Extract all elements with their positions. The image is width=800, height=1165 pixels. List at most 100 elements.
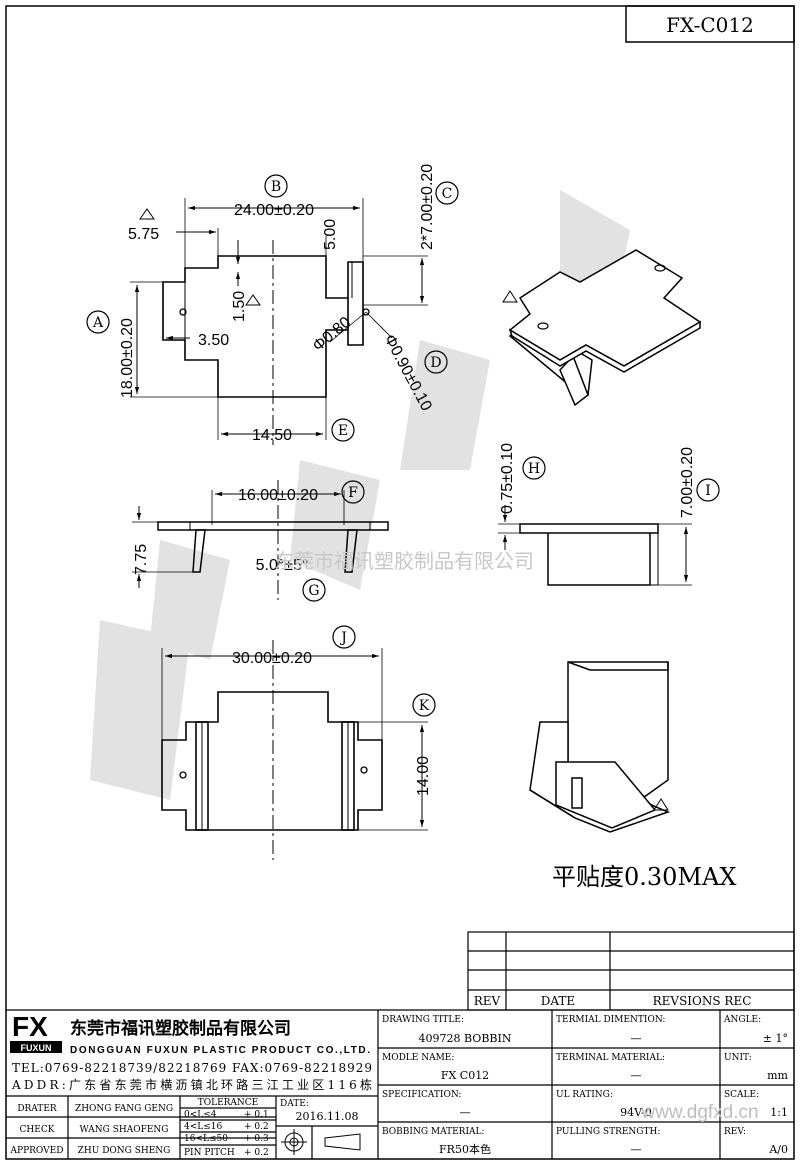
side-view: [519, 523, 659, 586]
callout-c-letter: C: [442, 186, 453, 202]
pin-circle: [362, 308, 370, 316]
field-label-specification: SPECIFICATION:: [382, 1090, 461, 1100]
drawing-number: FX-C012: [666, 13, 754, 37]
company-name-en: DONGGUAN FUXUN PLASTIC PRODUCT CO.,LTD.: [70, 1045, 370, 1056]
field-value-terminal-material: —: [631, 1069, 642, 1082]
callout-k-letter: K: [419, 698, 430, 714]
callout-h: [522, 456, 546, 480]
dim-b-width: 24.00±0.20: [234, 202, 314, 219]
callout-a-letter: A: [92, 315, 104, 331]
callout-e-letter: E: [338, 423, 348, 439]
dim-g-angle: 5.0°±5°: [256, 557, 309, 574]
tol-range-4: PIN PITCH: [184, 1148, 235, 1158]
tol-range-1: 0<L≤4: [184, 1110, 217, 1120]
field-label-bobbing-material: BOBBING MATERIAL:: [382, 1127, 485, 1137]
field-label-pulling-strength: PULLING STRENGTH:: [556, 1127, 660, 1137]
callout-j: [332, 625, 356, 649]
rev-header-rec: REVSIONS REC: [653, 994, 752, 1008]
dim-k-height: 14.00: [415, 756, 432, 796]
staff-role-approved: APPROVED: [10, 1146, 64, 1156]
bottom-view: [161, 691, 383, 831]
dim-j-width: 30.00±0.20: [232, 650, 312, 667]
drawing-number-box: [625, 5, 795, 43]
dim-h-thick: 0.75±0.10: [499, 443, 516, 514]
dim-350: 3.50: [198, 332, 229, 349]
warning-icon: [653, 798, 669, 811]
field-value-terminal-dimention: —: [631, 1032, 642, 1045]
callout-i: [696, 478, 720, 502]
bottom-hole: [179, 771, 187, 779]
callout-g: [302, 578, 326, 602]
field-value-scale: 1:1: [770, 1106, 788, 1119]
sheet-border: [5, 5, 795, 1160]
callout-h-letter: H: [528, 461, 540, 477]
warning-icon: [139, 208, 155, 220]
dim-775: 7.75: [133, 544, 150, 575]
callout-g-letter: G: [308, 583, 319, 599]
field-label-modle-name: MODLE NAME:: [382, 1053, 454, 1063]
tolerance-title: TOLERANCE: [198, 1098, 259, 1108]
dim-500: 5.00: [322, 219, 339, 250]
tol-range-2: 4<L≤16: [184, 1122, 223, 1132]
staff-name-check: WANG SHAOFENG: [80, 1125, 169, 1135]
staff-name-approved: ZHU DONG SHENG: [78, 1146, 171, 1156]
field-value-rev: A/0: [768, 1143, 788, 1156]
iso-view-bottom: [529, 661, 671, 833]
field-value-ul-rating: 94V-0: [620, 1106, 652, 1119]
field-value-angle: ± 1°: [763, 1032, 788, 1045]
date-label: DATE:: [280, 1099, 309, 1109]
tol-range-3: 16<L≤50: [184, 1134, 228, 1144]
logo-sub: FUXUN: [21, 1043, 52, 1053]
callout-d-letter: D: [430, 355, 441, 371]
dim-a-height: 18.00±0.20: [119, 318, 136, 398]
callout-i-letter: I: [705, 483, 711, 499]
field-value-drawing-title: 409728 BOBBIN: [419, 1032, 512, 1045]
iso-hole: [654, 264, 666, 272]
front-view: [157, 521, 389, 573]
callout-f-letter: F: [348, 485, 358, 501]
staff-role-drater: DRATER: [17, 1104, 57, 1114]
iso-hole: [537, 322, 549, 330]
warning-icon: [502, 290, 518, 303]
projection-symbol: [281, 1129, 361, 1155]
bottom-hole: [360, 766, 368, 774]
tol-value-1: + 0.1: [244, 1110, 269, 1120]
staff-role-check: CHECK: [20, 1125, 55, 1135]
field-value-unit: mm: [767, 1069, 788, 1082]
staff-name-drater: ZHONG FANG GENG: [75, 1104, 173, 1114]
rev-header-rev: REV: [474, 994, 501, 1008]
dim-150: 1.50: [231, 291, 248, 322]
field-label-scale: SCALE:: [724, 1090, 759, 1100]
company-name-cn: 东莞市福讯塑胶制品有限公司: [70, 1018, 291, 1038]
watermark-text: 东莞市福讯塑胶制品有限公司: [274, 550, 534, 573]
field-value-pulling-strength: —: [631, 1143, 642, 1156]
company-logo: FX: [12, 1011, 48, 1042]
tol-value-2: + 0.2: [244, 1122, 269, 1132]
callout-e: [331, 418, 355, 442]
tol-value-3: + 0.3: [244, 1134, 269, 1144]
dim-i-height: 7.00±0.20: [679, 447, 696, 518]
dim-c-height: 2*7.00±0.20: [419, 164, 436, 250]
dim-575: 5.75: [128, 226, 159, 243]
callout-c: [435, 181, 459, 205]
warning-icon: [245, 294, 261, 306]
dim-e-width: 14.50: [252, 427, 292, 444]
logo-bar: [10, 1041, 62, 1053]
top-view: [162, 255, 364, 398]
field-label-unit: UNIT:: [724, 1053, 752, 1063]
flatness-note: 平贴度0.30MAX: [552, 863, 736, 891]
callout-j-letter: J: [339, 630, 347, 646]
company-tel: TEL:0769-82218739/82218769 FAX:0769-8221…: [12, 1061, 372, 1075]
site-watermark: www.dgfxd.cn: [640, 1102, 758, 1123]
callout-f: [341, 480, 365, 504]
field-value-modle-name: FX C012: [441, 1069, 489, 1082]
tol-value-4: + 0.2: [244, 1148, 269, 1158]
callout-b: [264, 174, 288, 198]
callout-k: [412, 693, 436, 717]
company-addr: ADDR:广东省东莞市横沥镇北环路三江工业区116栋: [11, 1077, 372, 1092]
field-label-terminal-dimention: TERMIAL DIMENTION:: [556, 1015, 665, 1025]
field-label-rev: REV:: [724, 1127, 746, 1137]
field-label-drawing-title: DRAWING TITLE:: [382, 1015, 464, 1025]
callout-d: [424, 350, 448, 374]
